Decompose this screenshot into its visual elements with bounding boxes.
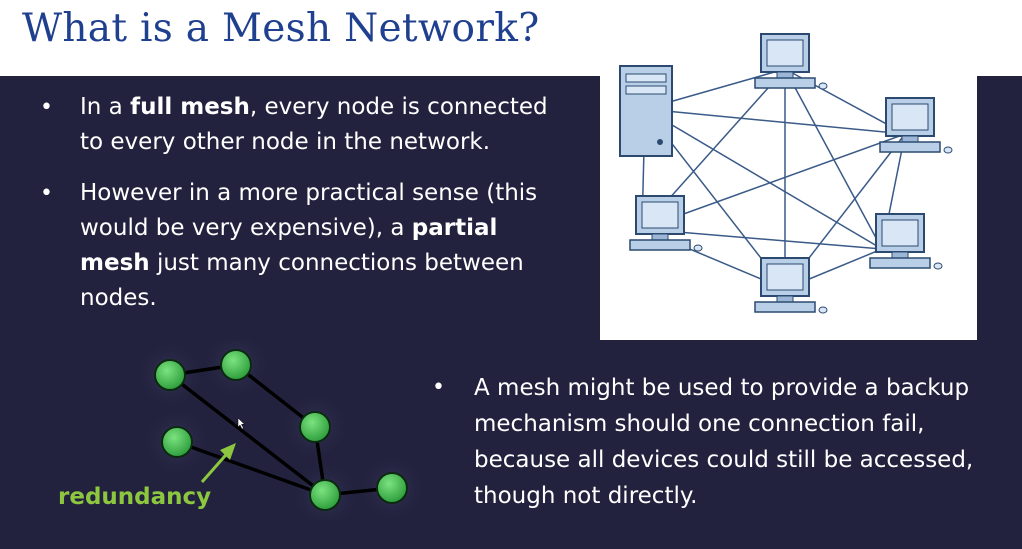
server-icon: [619, 65, 673, 157]
arrow-icon: [200, 443, 236, 483]
cursor-icon: [237, 417, 246, 430]
mesh-nodes: [154, 349, 408, 511]
mesh-node: [154, 359, 186, 391]
partial-mesh-svg: [134, 329, 428, 531]
bullet-backup: A mesh might be used to provide a backup…: [432, 370, 1012, 514]
bullet-full-mesh: In a full mesh, every node is connected …: [40, 90, 570, 160]
partial-mesh-diagram: [134, 329, 430, 531]
full-mesh-diagram: [600, 14, 977, 340]
bullet-partial-mesh: However in a more practical sense (this …: [40, 176, 570, 316]
mesh-node: [220, 349, 252, 381]
bullet-list-2: A mesh might be used to provide a backup…: [432, 370, 1012, 514]
computer-icon: [754, 257, 828, 314]
mesh-node: [299, 411, 331, 443]
mesh-node: [161, 426, 193, 458]
computer-icon: [754, 33, 828, 90]
computer-icon: [879, 97, 953, 154]
bullet-list: In a full mesh, every node is connected …: [40, 90, 570, 332]
mesh-node: [309, 479, 341, 511]
slide-title: What is a Mesh Network?: [22, 6, 540, 51]
redundancy-label: redundancy: [58, 484, 212, 510]
full-mesh-svg: [619, 33, 953, 314]
computer-icon: [629, 195, 703, 252]
mesh-node: [376, 472, 408, 504]
computer-icon: [869, 213, 943, 270]
